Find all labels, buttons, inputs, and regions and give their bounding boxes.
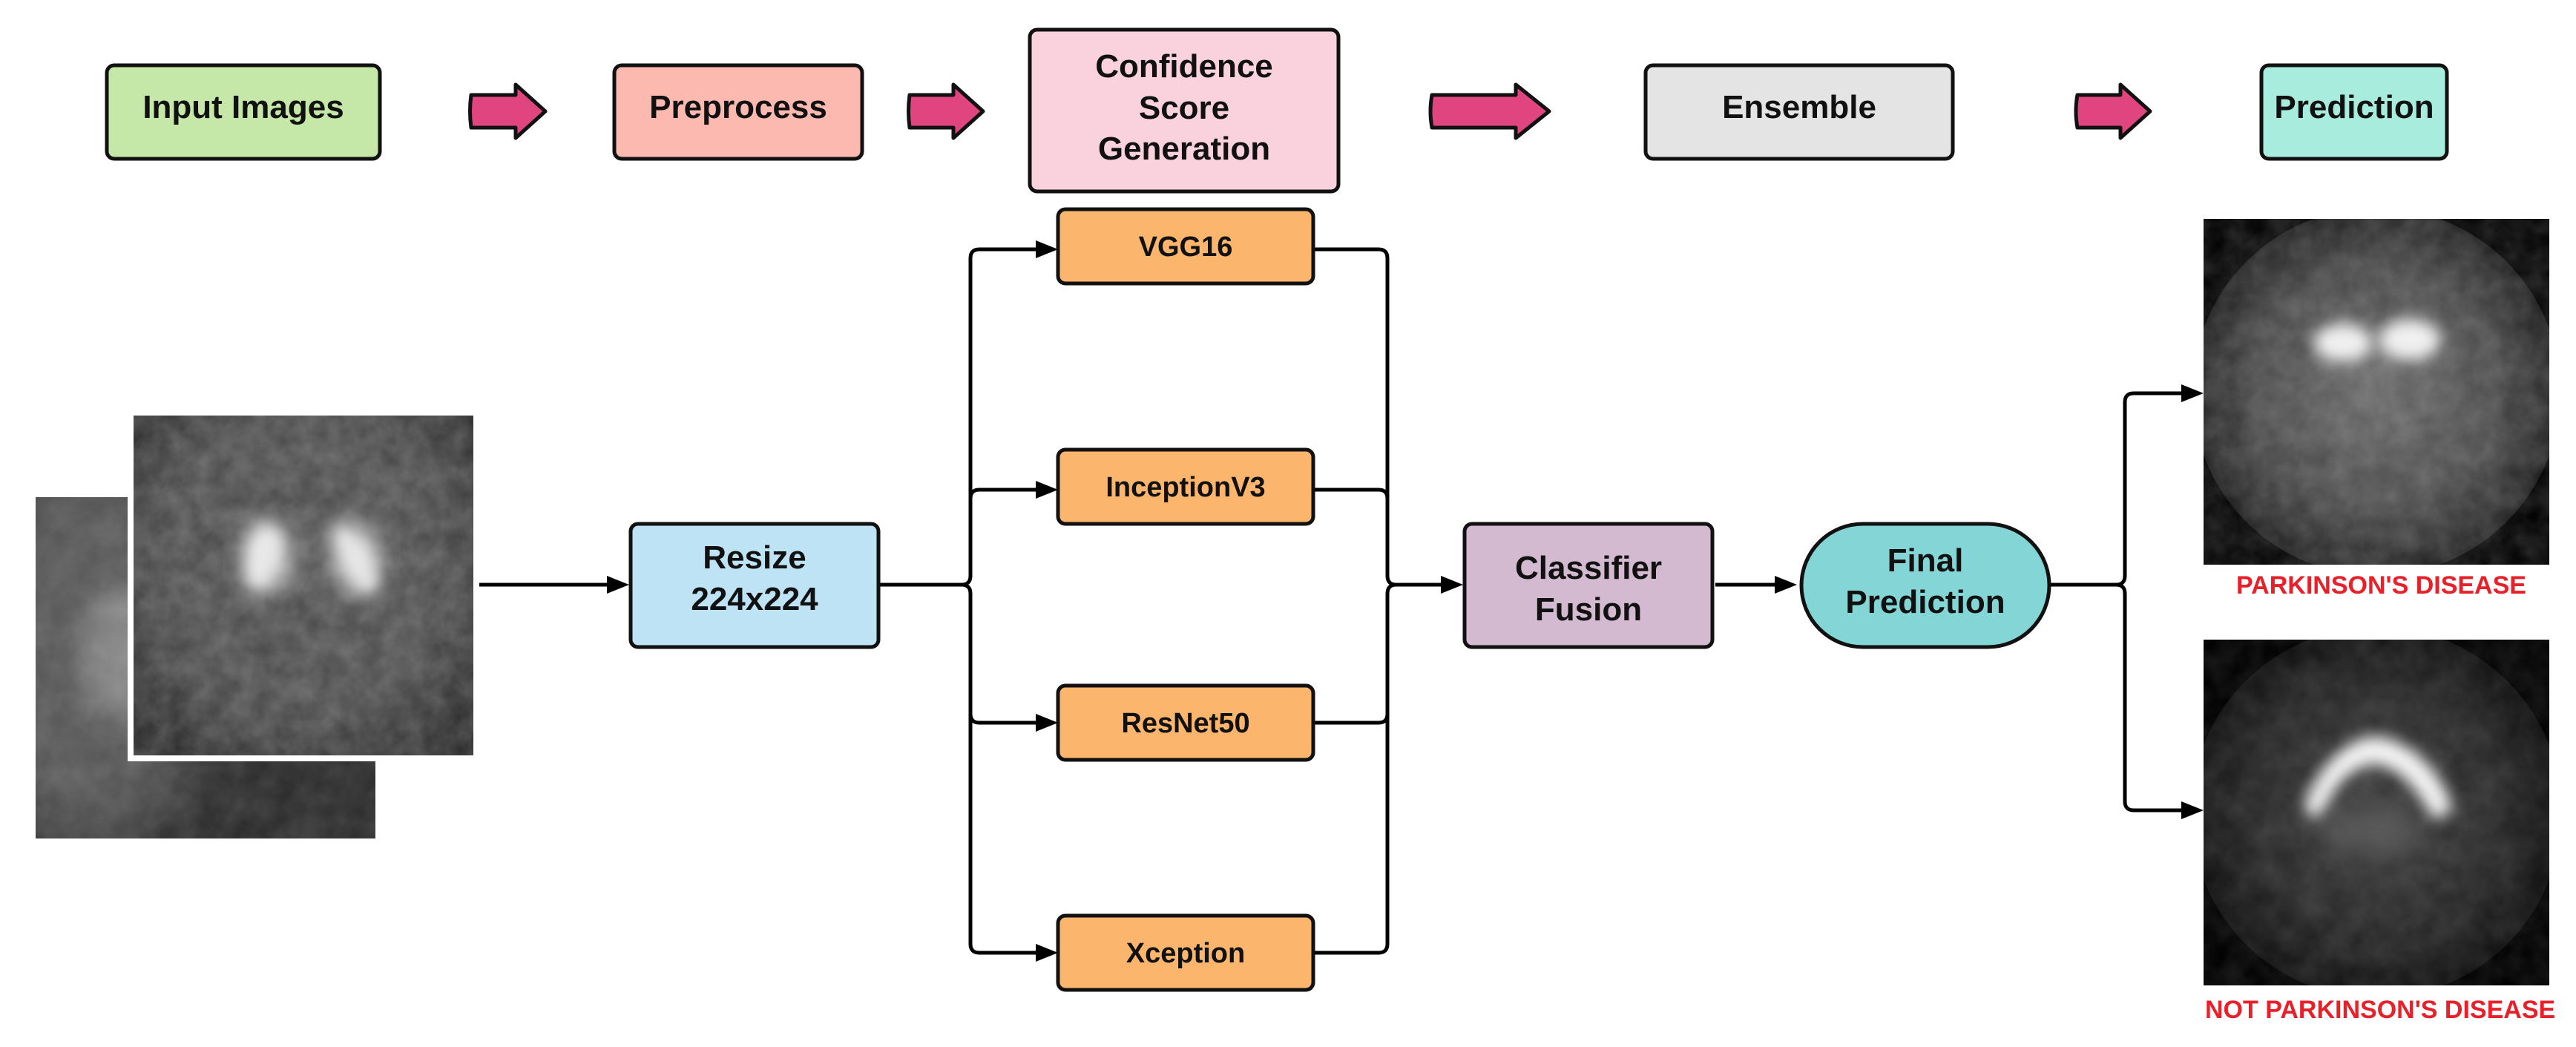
stage-prediction-label: Prediction [2274,89,2434,125]
stage-ensemble-label: Ensemble [1722,89,1876,125]
fusion-node: Classifier Fusion [1462,522,1715,649]
final-box [1799,522,2051,649]
final-node: Final Prediction [1799,522,2051,649]
stage-arrow-1 [468,82,548,140]
pink-arrow-icon [1428,82,1551,140]
pink-arrow-icon [907,82,985,140]
stage-confidence-line-3: Generation [1098,131,1270,167]
stage-confidence: Confidence Score Generation [1028,27,1341,194]
model-inceptionv3-label: InceptionV3 [1105,472,1265,503]
model-xception-label: Xception [1126,938,1245,969]
stage-preprocess-box [612,63,864,161]
model-vgg16: VGG16 [1056,207,1315,286]
model-resnet50-label: ResNet50 [1121,708,1249,739]
fusion-box [1462,522,1715,649]
stage-preprocess-label: Preprocess [649,89,827,125]
stage-input-images-label: Input Images [142,89,344,125]
pink-arrow-icon [2074,82,2152,140]
input-scan-stack [36,410,479,838]
stage-arrow-2 [907,82,985,140]
model-inceptionv3: InceptionV3 [1056,447,1315,526]
stage-prediction: Prediction [2259,63,2449,161]
resize-box [628,522,881,649]
model-resnet50-box [1056,683,1315,762]
pink-arrow-icon [468,82,548,140]
stage-arrow-3 [1428,82,1551,140]
stage-prediction-box [2259,63,2449,161]
negative-label: NOT PARKINSON'S DISEASE [2205,996,2555,1024]
stage-confidence-line-1: Confidence [1095,48,1273,85]
output-scan-positive [2204,219,2549,565]
stage-confidence-line-2: Score [1139,90,1229,126]
fusion-line-2: Fusion [1535,591,1642,628]
resize-line-2: 224x224 [691,581,818,617]
final-line-2: Prediction [1845,584,2005,620]
fusion-line-1: Classifier [1515,550,1662,586]
stage-ensemble-box [1643,63,1955,161]
model-xception: Xception [1056,913,1315,992]
resize-node: Resize 224x224 [628,522,881,649]
stage-input-images-box [105,63,382,161]
model-vgg16-label: VGG16 [1139,232,1233,263]
final-line-1: Final [1887,542,1964,579]
resize-line-1: Resize [703,539,806,576]
positive-label: PARKINSON'S DISEASE [2236,571,2526,600]
output-scan-negative [2204,640,2549,985]
input-scan-front [134,416,473,755]
stage-preprocess: Preprocess [612,63,864,161]
stage-confidence-box [1028,27,1341,194]
stage-ensemble: Ensemble [1643,63,1955,161]
model-vgg16-box [1056,207,1315,286]
model-xception-box [1056,913,1315,992]
model-inceptionv3-box [1056,447,1315,526]
model-resnet50: ResNet50 [1056,683,1315,762]
connectors [479,240,2204,962]
stage-arrow-4 [2074,82,2152,140]
stage-input-images: Input Images [105,63,382,161]
